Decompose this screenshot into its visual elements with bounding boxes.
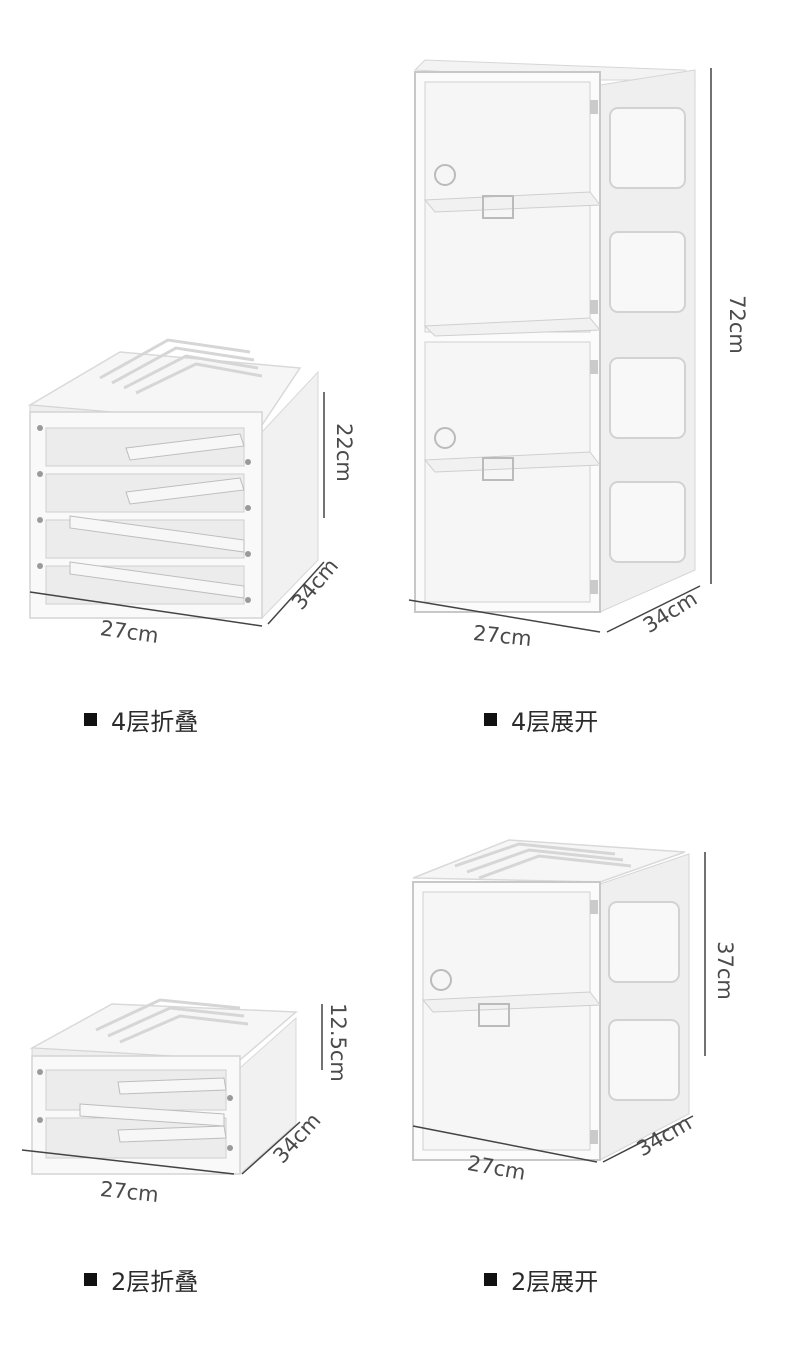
folded-cabinet-4-illustration [27,338,325,627]
caption-4-tier-folded: 4层折叠 [84,702,198,737]
product-4-tier-expanded: 27cm 34cm 72cm [395,0,790,680]
square-bullet-icon [84,713,97,726]
product-4-tier-folded: 27cm 34cm 22cm [0,0,395,680]
expanded-cabinet-2-illustration [412,839,706,1163]
folded-cabinet-2-illustration [21,998,323,1176]
caption-2-tier-expanded: 2层展开 [484,1262,598,1297]
caption-2-tier-folded: 2层折叠 [84,1262,198,1297]
caption-text: 4层折叠 [111,708,199,736]
square-bullet-icon [484,1273,497,1286]
caption-text: 4层展开 [511,708,599,736]
product-2-tier-expanded: 27cm 34cm 37cm [395,760,790,1240]
square-bullet-icon [484,713,497,726]
caption-text: 2层折叠 [111,1268,199,1296]
caption-text: 2层展开 [511,1268,599,1296]
caption-4-tier-expanded: 4层展开 [484,702,598,737]
height-dimension-label: 72cm [724,295,749,354]
height-dimension-label: 12.5cm [325,1003,350,1082]
product-2-tier-folded: 27cm 34cm 12.5cm [0,760,395,1240]
height-dimension-label: 22cm [331,423,356,482]
height-dimension-label: 37cm [712,941,737,1000]
expanded-cabinet-4-illustration [408,59,712,633]
square-bullet-icon [84,1273,97,1286]
